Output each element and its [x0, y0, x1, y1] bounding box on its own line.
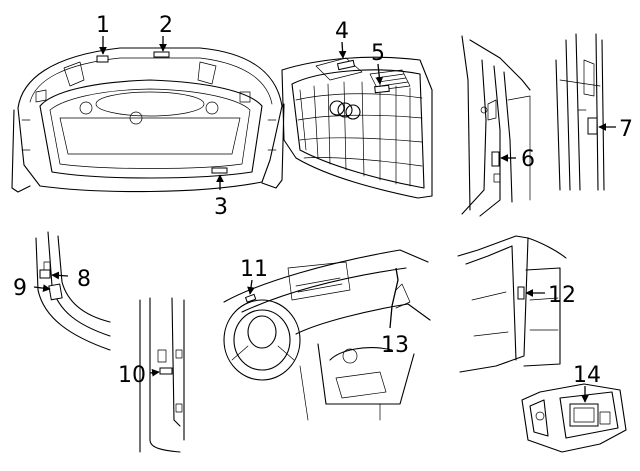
front-grille-drawing — [281, 56, 433, 199]
label-5-marker — [374, 84, 390, 94]
label-11-marker — [244, 293, 257, 303]
callout-11: 11 — [240, 257, 268, 282]
callout-14: 14 — [573, 363, 601, 388]
label-8-marker — [39, 269, 51, 279]
fuel-door-drawing — [521, 383, 627, 453]
callout-3: 3 — [214, 195, 228, 220]
callout-arrows — [33, 36, 616, 403]
lower-pillar-drawing — [139, 297, 185, 453]
door-jamb-right-drawing — [555, 33, 605, 191]
callout-9: 9 — [13, 276, 27, 301]
label-7-marker — [587, 117, 598, 135]
callout-1: 1 — [96, 13, 110, 38]
callout-numbers: 1 2 3 4 5 6 7 8 9 10 11 12 13 14 — [13, 13, 633, 388]
callout-10: 10 — [118, 363, 146, 388]
label-9-marker — [48, 283, 63, 301]
callout-2: 2 — [159, 13, 173, 38]
callout-8: 8 — [77, 267, 91, 292]
hood-underside-drawing — [11, 47, 285, 193]
label-4-marker — [336, 59, 356, 71]
callout-12: 12 — [548, 283, 576, 308]
callout-13: 13 — [381, 333, 409, 358]
label-10-marker — [159, 367, 173, 375]
callout-6: 6 — [521, 147, 535, 172]
callout-4: 4 — [335, 19, 349, 44]
dashboard-interior-drawing — [223, 249, 431, 421]
b-pillar-drawing — [35, 231, 111, 351]
label-2-marker — [153, 51, 170, 58]
label-6-marker — [491, 151, 500, 167]
label-12-marker — [517, 286, 525, 300]
callout-7: 7 — [619, 117, 633, 142]
door-pillar-drawing — [461, 35, 531, 217]
callout-5: 5 — [371, 41, 385, 66]
label-14-marker — [569, 403, 599, 427]
label-3-marker — [211, 167, 228, 174]
rear-door-drawing — [457, 235, 567, 373]
label-1-marker — [96, 55, 109, 63]
